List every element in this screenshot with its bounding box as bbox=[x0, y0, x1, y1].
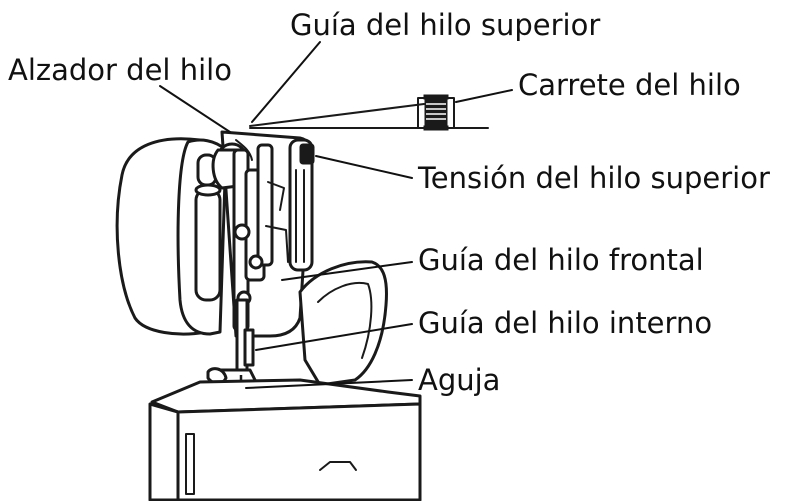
label-guia-hilo-interno: Guía del hilo interno bbox=[418, 306, 712, 340]
leader-aguja bbox=[245, 379, 413, 389]
label-guia-hilo-frontal: Guía del hilo frontal bbox=[418, 243, 704, 277]
thread-path-upper bbox=[249, 103, 425, 127]
label-carrete-hilo: Carrete del hilo bbox=[518, 68, 741, 102]
label-guia-hilo-superior: Guía del hilo superior bbox=[290, 8, 600, 42]
leader-guia-hilo-superior bbox=[251, 41, 321, 123]
upper-tension-dial bbox=[288, 138, 315, 272]
label-alzador-hilo: Alzador del hilo bbox=[8, 53, 232, 87]
machine-bed-side bbox=[176, 402, 422, 501]
machine-bed-front bbox=[148, 402, 180, 501]
leader-alzador-hilo bbox=[159, 85, 231, 133]
label-tension-hilo-superior: Tensión del hilo superior bbox=[417, 161, 770, 195]
machine-bed-notch bbox=[319, 461, 357, 471]
machine-free-arm-inner bbox=[317, 282, 373, 359]
thread-spool-icon bbox=[417, 94, 455, 131]
leader-carrete-hilo bbox=[455, 89, 513, 103]
leader-lines bbox=[159, 41, 513, 389]
take-up-mechanism bbox=[211, 139, 289, 332]
machine-free-arm bbox=[298, 260, 388, 387]
side-panel-tube bbox=[194, 188, 222, 302]
leader-guia-hilo-frontal bbox=[281, 261, 413, 281]
leader-guia-hilo-interno bbox=[255, 323, 413, 351]
label-aguja: Aguja bbox=[418, 363, 500, 397]
sewing-machine-illustration bbox=[115, 94, 489, 501]
callout-labels: Guía del hilo superior Alzador del hilo … bbox=[8, 8, 770, 397]
machine-bed-slot bbox=[185, 433, 195, 495]
leader-tension-hilo-superior bbox=[315, 155, 413, 179]
